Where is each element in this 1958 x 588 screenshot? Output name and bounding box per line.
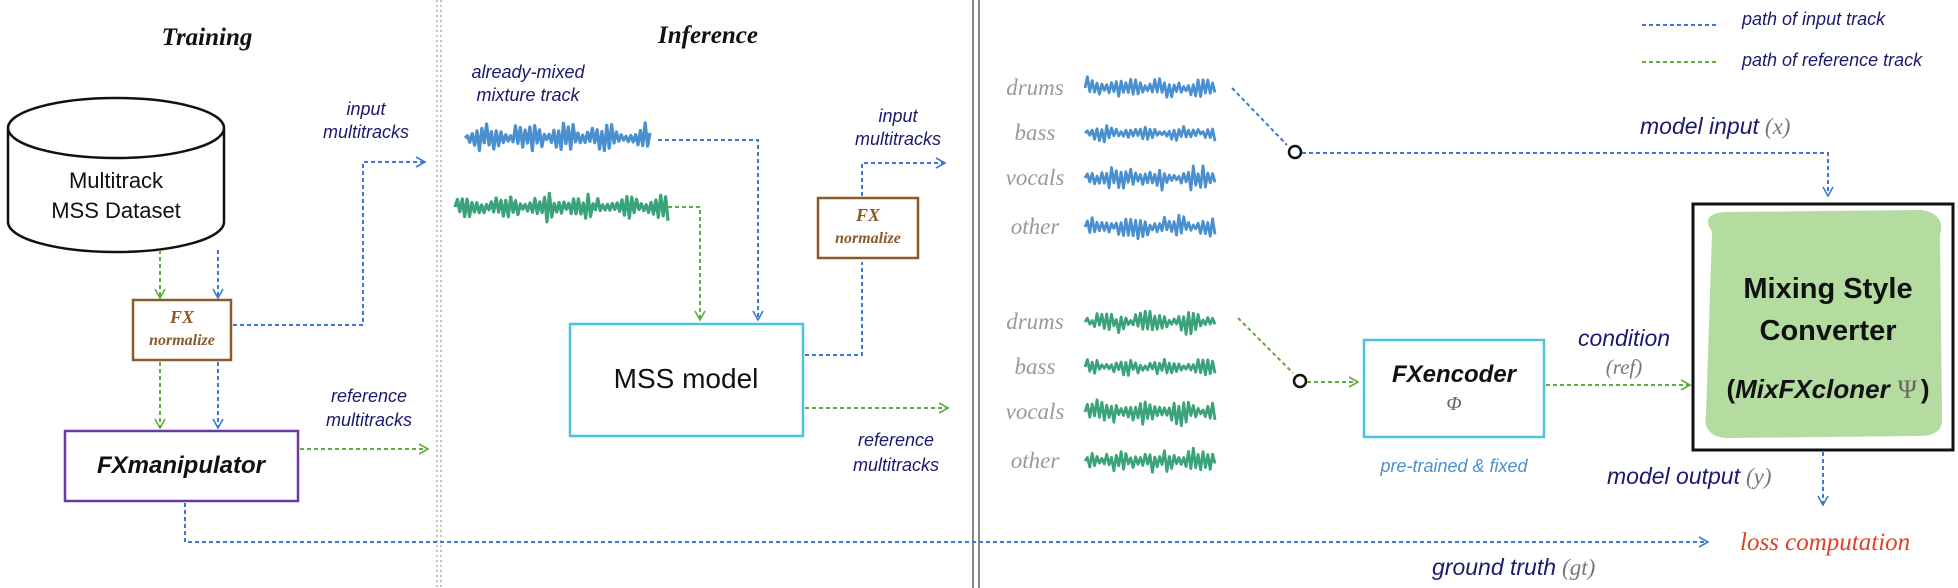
waveform-mixture <box>463 121 652 153</box>
fxencoder-label: FXencoder <box>1392 361 1518 388</box>
switch-input-node <box>1287 144 1303 160</box>
switch-ref-arm <box>1237 317 1294 374</box>
stem-input-label-drums: drums <box>1006 75 1064 100</box>
converter-line1: Mixing Style <box>1743 273 1912 305</box>
stem-ref-wave-bass <box>1083 358 1217 377</box>
fx-normalize-box-training <box>131 298 233 362</box>
label-inf-input-2: multitracks <box>855 129 941 149</box>
fxmanipulator-label: FXmanipulator <box>97 452 267 479</box>
arrow-mss-to-fx <box>805 262 863 356</box>
dataset-label-line2: MSS Dataset <box>51 198 181 223</box>
fx-normalize-training-line2: normalize <box>149 332 215 349</box>
stem-input-wave-bass <box>1084 124 1217 144</box>
stem-ref-wave-other <box>1083 446 1217 474</box>
arrow-train-input-multitracks <box>233 156 427 326</box>
label-pretrained: pre-trained & fixed <box>1379 456 1528 476</box>
legend-input-label: path of input track <box>1741 9 1886 29</box>
label-inf-ref-2: multitracks <box>853 455 939 475</box>
label-condition-var: (ref) <box>1606 355 1643 379</box>
stem-ref-label-bass: bass <box>1015 354 1056 379</box>
waveform-reference-line <box>453 191 670 224</box>
section-title-inference: Inference <box>657 22 758 49</box>
mss-model-label: MSS model <box>614 363 759 394</box>
var-x: (x) <box>1765 114 1791 139</box>
stem-input-wave-vocals <box>1083 164 1217 192</box>
label-train-input-2: multitracks <box>323 122 409 142</box>
stem-input-label-bass: bass <box>1015 120 1056 145</box>
fxencoder-box <box>1362 338 1546 439</box>
converter-symbol: Ψ <box>1898 375 1918 404</box>
switch-ref-node <box>1292 373 1308 389</box>
waveform-reference-mixture <box>453 191 670 224</box>
stem-ref-label-drums: drums <box>1006 309 1064 334</box>
switch-input-arm <box>1231 87 1288 146</box>
arrow-ground-truth <box>184 503 1710 548</box>
label-already-mixed-2: mixture track <box>476 85 580 105</box>
stem-ref-label-vocals: vocals <box>1006 399 1065 424</box>
label-train-input-1: input <box>346 99 386 119</box>
converter-line2: Converter <box>1760 315 1897 347</box>
label-train-ref-1: reference <box>331 386 407 406</box>
arrow-inf-input-multitracks <box>861 157 947 196</box>
stem-input-wave-drums <box>1083 75 1217 99</box>
label-model-input: model input(x) <box>1640 113 1790 139</box>
stems-reference-group: drums bass vocals other <box>1006 309 1217 474</box>
stem-ref-label-other: other <box>1011 448 1061 473</box>
fxencoder-symbol: Φ <box>1446 393 1461 415</box>
label-already-mixed-1: already-mixed <box>471 62 585 82</box>
stems-input-group: drums bass vocals other <box>1006 75 1217 241</box>
fxmanipulator-box <box>63 429 300 503</box>
var-gt: (gt) <box>1562 555 1595 580</box>
waveform-mixture-line <box>463 121 652 153</box>
var-y: (y) <box>1746 464 1772 489</box>
mss-model-box <box>568 322 805 438</box>
label-inf-ref-1: reference <box>858 430 934 450</box>
label-train-ref-2: multitracks <box>326 410 412 430</box>
section-title-training: Training <box>162 24 253 51</box>
fx-normalize-box-inference <box>816 196 920 260</box>
label-inf-input-1: input <box>878 106 918 126</box>
stem-input-label-other: other <box>1011 214 1061 239</box>
fx-normalize-inference-line1: FX <box>855 205 881 225</box>
stem-input-label-vocals: vocals <box>1006 165 1065 190</box>
label-loss: loss computation <box>1740 529 1910 556</box>
stem-ref-wave-drums <box>1083 309 1217 336</box>
arrow-refmix-to-mss <box>668 206 706 322</box>
fx-normalize-inference-line2: normalize <box>835 230 901 247</box>
stem-input-wave-other <box>1083 213 1217 241</box>
dataset-label-line1: Multitrack <box>69 168 164 193</box>
label-model-output: model output(y) <box>1607 463 1772 489</box>
fx-normalize-training-line1: FX <box>169 307 195 327</box>
arrow-model-input <box>1302 152 1834 198</box>
stem-ref-wave-vocals <box>1083 398 1217 428</box>
legend-reference-label: path of reference track <box>1741 50 1923 70</box>
converter-fill <box>1705 210 1943 438</box>
converter-name: MixFXcloner <box>1735 374 1891 404</box>
dataset-cylinder <box>6 96 226 254</box>
arrow-mixture-to-mss <box>658 139 764 322</box>
label-ground-truth: ground truth(gt) <box>1432 554 1595 580</box>
label-condition: condition <box>1578 325 1670 351</box>
